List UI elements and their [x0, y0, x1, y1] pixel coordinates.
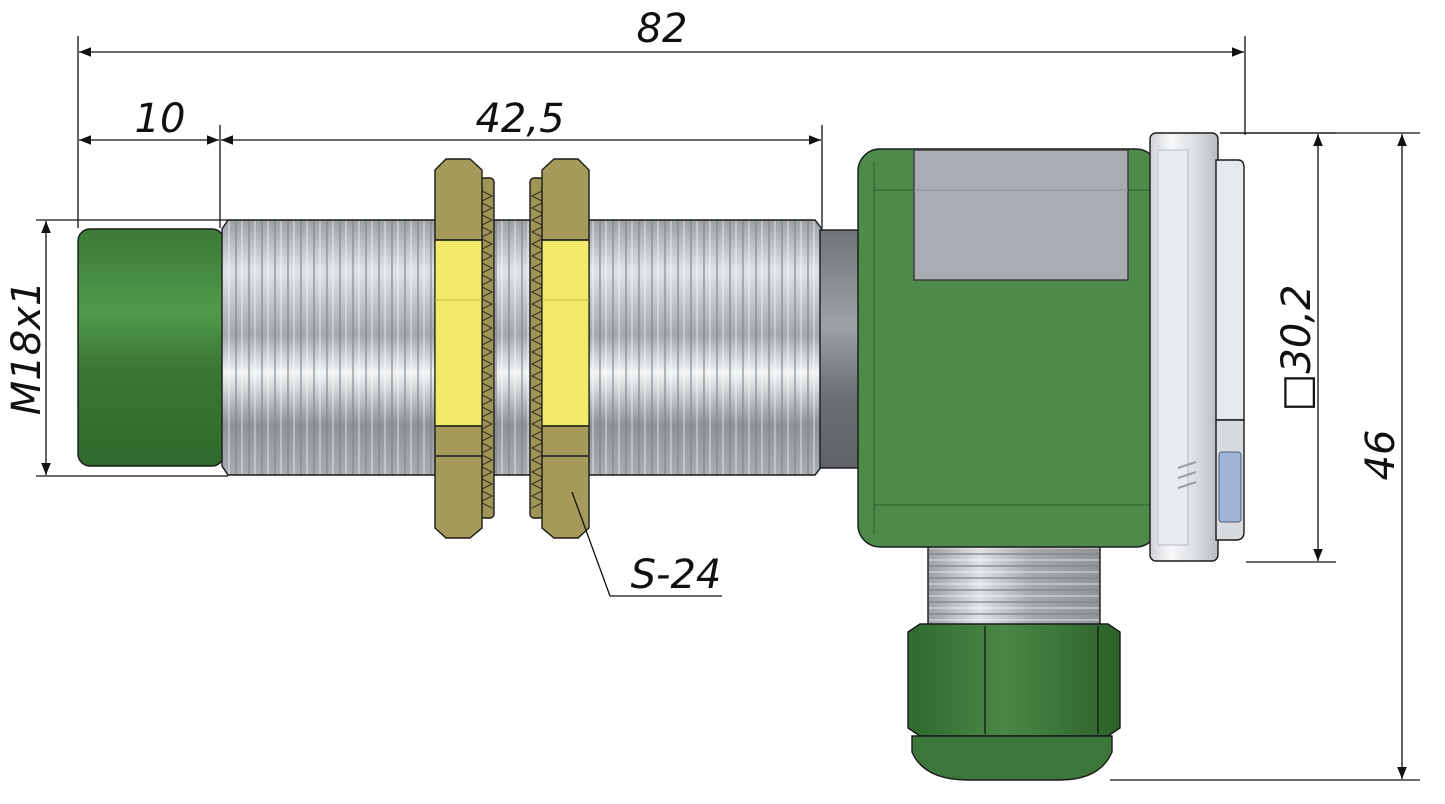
- dim-thread-size: M18x1: [4, 281, 50, 416]
- threaded-barrel: [221, 219, 823, 476]
- cable-gland-nut: [907, 623, 1121, 781]
- sensing-head: [77, 228, 225, 467]
- lock-nut-left: [434, 158, 495, 539]
- cable-gland-thread: [927, 541, 1101, 631]
- dim-housing-square: □30,2: [1274, 285, 1320, 412]
- dim-total-height: 46: [1358, 430, 1404, 481]
- dim-nut-size: S-24: [631, 552, 722, 598]
- dimension-lines: [36, 36, 1420, 781]
- housing-label-plate: [913, 149, 1129, 281]
- dim-overall-length: 82: [637, 6, 688, 52]
- lock-nut-right: [529, 158, 590, 539]
- dim-thread-length: 42,5: [475, 96, 564, 142]
- dim-sensing-head-length: 10: [135, 96, 186, 142]
- housing-end-cap: [1149, 132, 1245, 562]
